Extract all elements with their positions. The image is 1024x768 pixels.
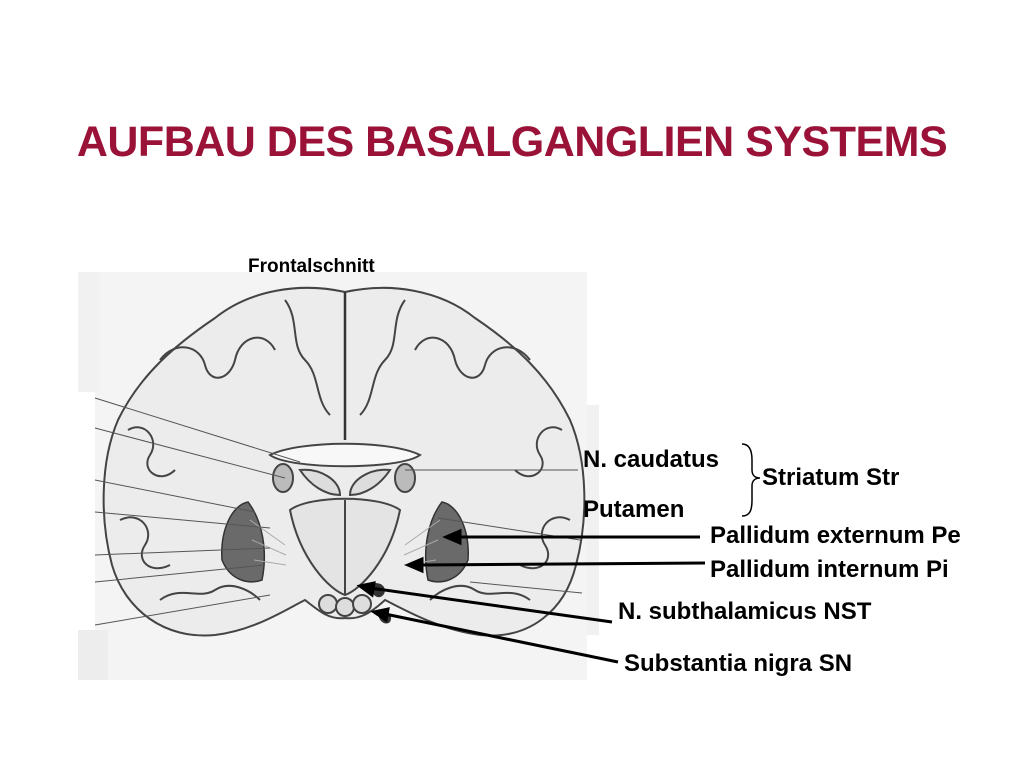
label-pallidum-internum: Pallidum internum Pi [710,556,949,583]
label-pallidum-externum: Pallidum externum Pe [710,522,961,549]
label-caudatus: N. caudatus [583,446,720,473]
striatum-brace [741,443,761,517]
label-striatum: Striatum Str [762,464,900,491]
slide-title: AUFBAU DES BASALGANGLIEN SYSTEMS [76,118,948,166]
left-leader-lines [94,397,583,626]
label-pointers [356,528,706,664]
lentiform-nucleus-left [221,501,287,583]
label-subthalamicus: N. subthalamicus NST [618,598,872,625]
figure-caption: Frontalschnitt [248,256,375,277]
label-substantia-nigra: Substantia nigra SN [624,650,853,677]
label-putamen: Putamen [583,496,685,523]
